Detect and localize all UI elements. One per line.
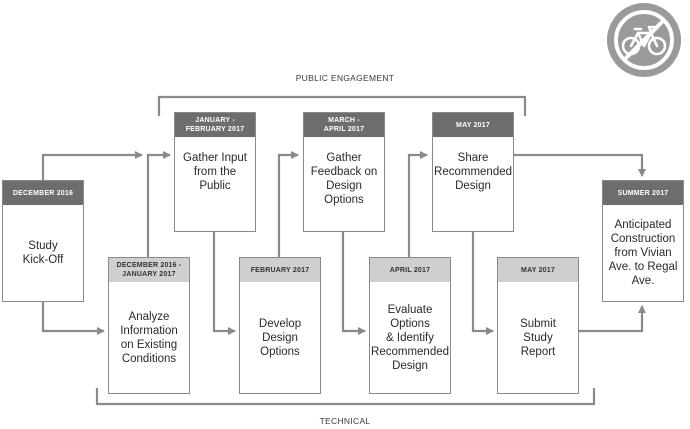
arrow-submit-to-construction (578, 305, 646, 333)
step-date: MAY 2017 (498, 258, 578, 282)
step-date: JANUARY -FEBRUARY 2017 (175, 113, 255, 137)
step-date: DECEMBER 2016 -JANUARY 2017 (109, 258, 189, 282)
technical-label: TECHNICAL (319, 416, 371, 426)
arrow-share-to-construction (514, 153, 646, 177)
arrow-gather-feedback-to-evaluate (341, 232, 366, 335)
public-engagement-label: PUBLIC ENGAGEMENT (295, 73, 395, 83)
arrow-kickoff-to-gather-input (41, 151, 143, 180)
arrow-evaluate-to-share (407, 151, 428, 257)
public-engagement-bracket (157, 95, 527, 116)
step-date: SUMMER 2017 (603, 181, 683, 205)
arrow-develop-to-gather-feedback (277, 151, 299, 257)
arrow-kickoff-to-analyze (41, 302, 105, 335)
step-date: MARCH -APRIL 2017 (304, 113, 384, 137)
arrow-analyze-to-gather-input (146, 151, 171, 257)
step-date: FEBRUARY 2017 (240, 258, 320, 282)
step-date: APRIL 2017 (370, 258, 450, 282)
technical-bracket (95, 388, 596, 406)
step-date: DECEMBER 2016 (3, 181, 83, 205)
arrow-share-to-submit (471, 232, 494, 335)
no-bicycle-icon (606, 2, 682, 78)
arrow-gather-input-to-develop (212, 232, 236, 335)
step-date: MAY 2017 (433, 113, 513, 137)
